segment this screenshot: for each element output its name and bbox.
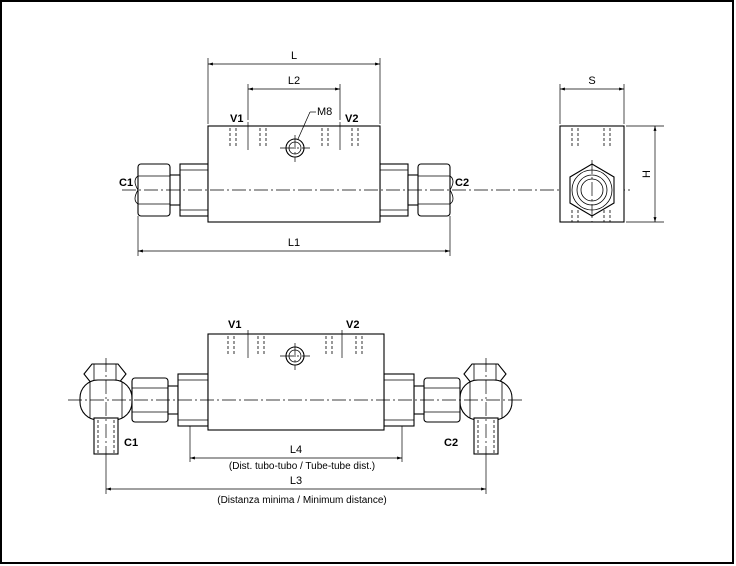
dim-label-l3: L3	[290, 475, 302, 487]
side-view: S H	[559, 75, 664, 223]
dim-label-s: S	[588, 75, 595, 87]
note-tube-dist: (Dist. tubo-tubo / Tube-tube dist.)	[229, 461, 375, 472]
dim-label-l1: L1	[288, 237, 300, 249]
port-label-v2-top: V2	[345, 113, 358, 125]
top-front-view: L L2 M8 V1 V2 C1 C2 L1	[119, 50, 630, 256]
dim-label-l: L	[291, 50, 297, 62]
m8-label: M8	[317, 106, 332, 118]
port-label-c2-top: C2	[455, 177, 469, 189]
bottom-left-banjo-fitting	[79, 358, 209, 460]
port-label-v1-bottom: V1	[228, 319, 241, 331]
port-label-v1-top: V1	[230, 113, 243, 125]
port-label-c2-bottom: C2	[444, 437, 458, 449]
dim-label-h: H	[641, 170, 653, 178]
dim-label-l4: L4	[290, 444, 302, 456]
note-min-dist: (Distanza minima / Minimum distance)	[217, 495, 387, 506]
top-valve-body	[207, 125, 381, 223]
bottom-assembly-view: V1 V2 C1 C2 L4 (Dist. tubo-tubo / Tube-t…	[68, 319, 524, 506]
port-label-c1-bottom: C1	[124, 437, 138, 449]
dim-label-l2: L2	[288, 75, 300, 87]
port-label-c1-top: C1	[119, 177, 133, 189]
top-left-fitting	[134, 163, 209, 217]
port-label-v2-bottom: V2	[346, 319, 359, 331]
